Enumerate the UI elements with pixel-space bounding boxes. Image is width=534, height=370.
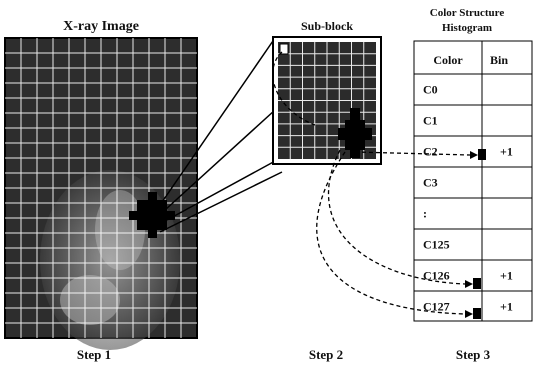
step-3-label: Step 3 [456, 347, 491, 362]
xray-title: X-ray Image [63, 19, 139, 34]
subblock-title: Sub-block [301, 19, 353, 33]
mapping-arrows [272, 51, 471, 315]
arrow-heads [465, 151, 478, 318]
table-row-color: : [423, 207, 427, 221]
step-2-label: Step 2 [309, 347, 343, 362]
histogram-title-line1: Color Structure [430, 7, 505, 19]
table-header-color: Color [433, 53, 463, 67]
zoom-connector-lines [159, 37, 283, 233]
table-row-color: C0 [423, 83, 438, 97]
bin-markers [473, 149, 486, 319]
table-row-color: C1 [423, 114, 438, 128]
xray-grid [5, 38, 197, 338]
table-row-bin: +1 [500, 300, 513, 314]
xray-image [4, 37, 198, 350]
step-1-label: Step 1 [77, 347, 111, 362]
sub-block-corner-marker [279, 43, 289, 55]
histogram-title-line2: Histogram [442, 22, 492, 34]
table-row-color: C126 [423, 269, 450, 283]
table-row-color: C125 [423, 238, 450, 252]
table-header-bin: Bin [490, 53, 508, 67]
sub-block [272, 36, 382, 165]
table-row-color: C127 [423, 300, 450, 314]
table-row-color: C3 [423, 176, 438, 190]
table-row-bin: +1 [500, 145, 513, 159]
table-row-color: C2 [423, 145, 438, 159]
table-row-bin: +1 [500, 269, 513, 283]
